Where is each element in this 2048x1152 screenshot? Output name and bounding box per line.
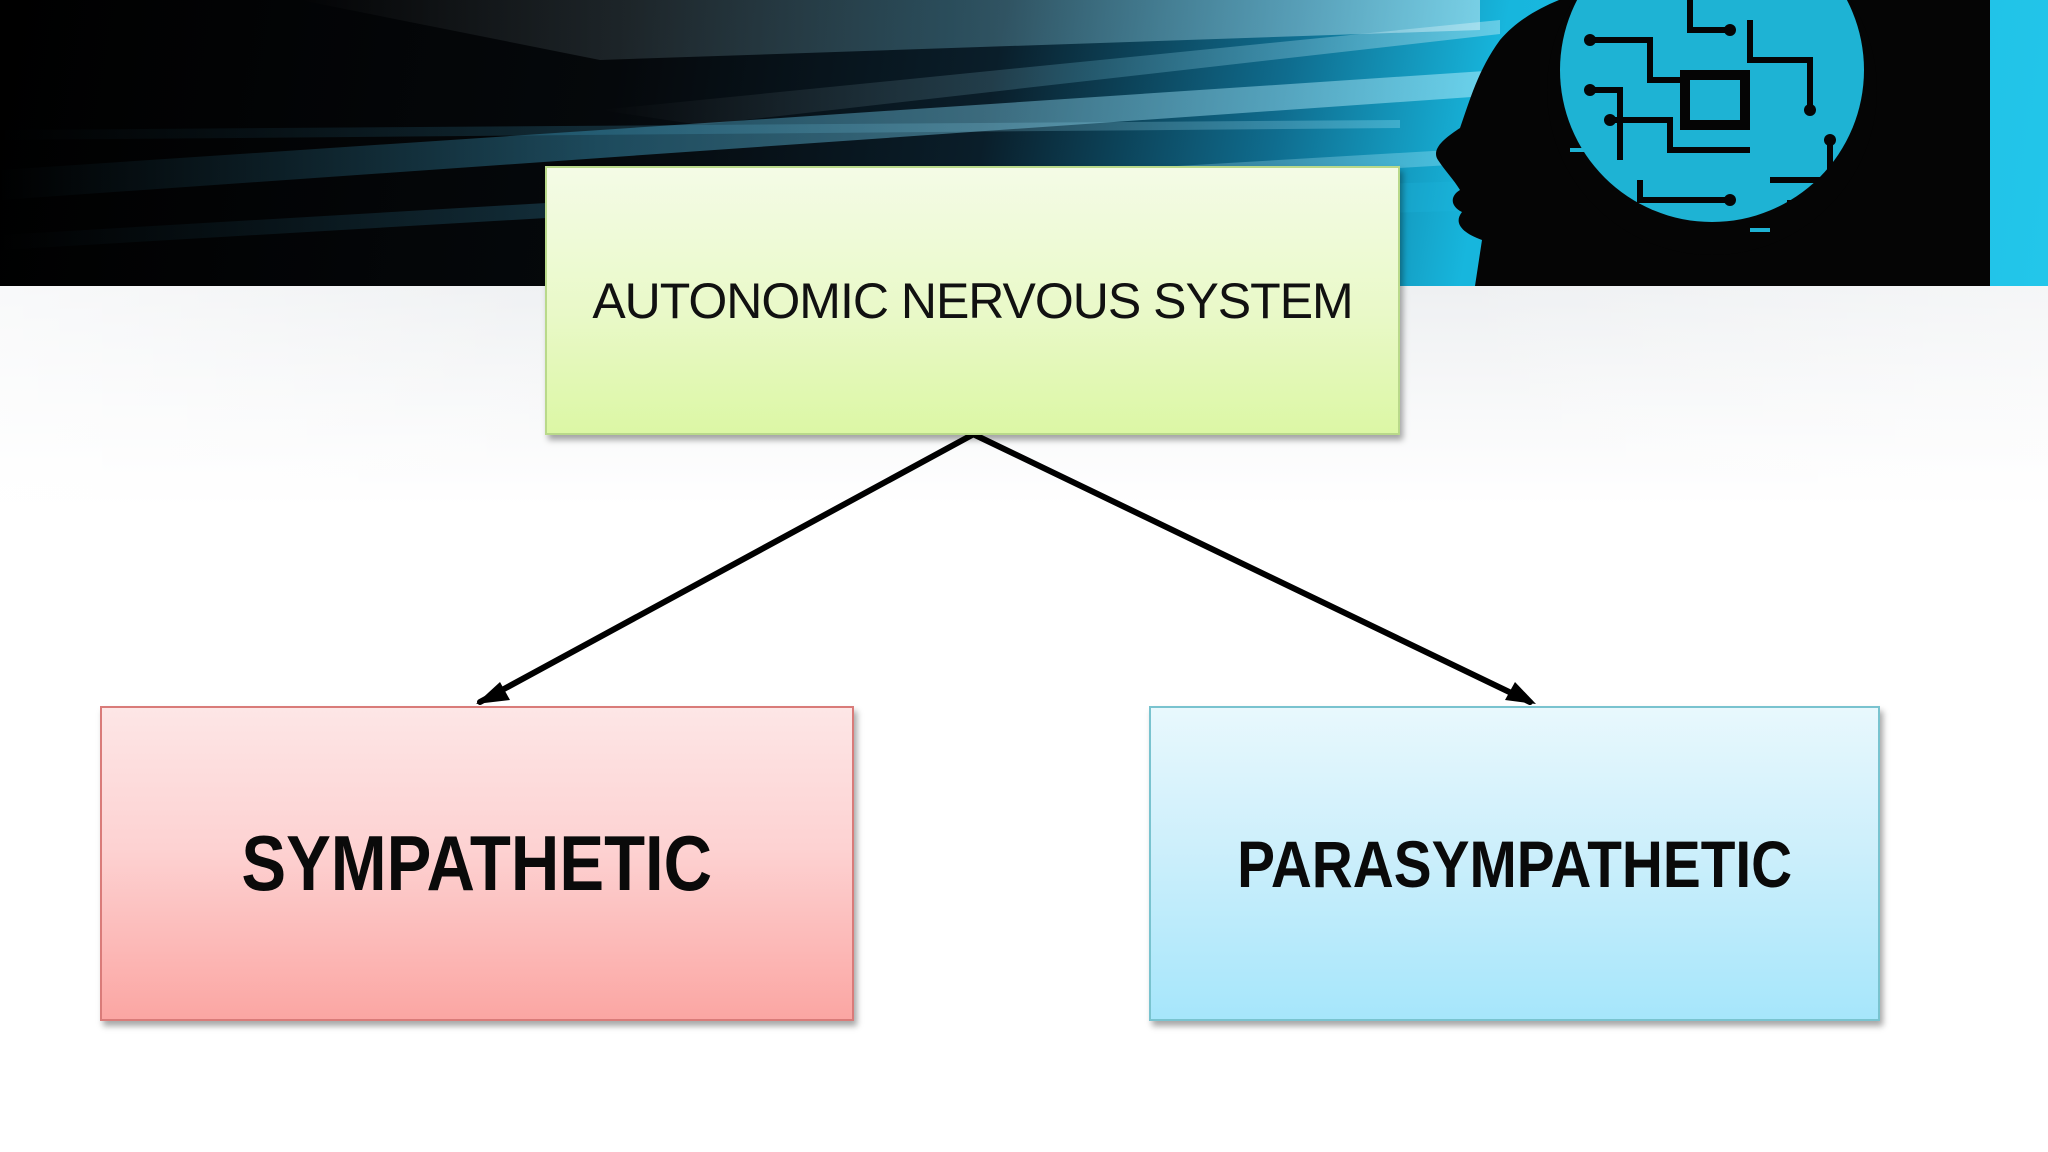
circuit-brain-head-icon bbox=[1436, 0, 1990, 286]
arrowhead-sympathetic bbox=[476, 682, 510, 704]
node-label-sympathetic: SYMPATHETIC bbox=[241, 819, 713, 907]
node-sympathetic: SYMPATHETIC bbox=[100, 706, 854, 1021]
node-autonomic-nervous-system: AUTONOMIC NERVOUS SYSTEM bbox=[545, 166, 1400, 435]
node-parasympathetic: PARASYMPATHETIC bbox=[1149, 706, 1880, 1021]
node-label-parasympathetic: PARASYMPATHETIC bbox=[1237, 826, 1792, 901]
header-banner bbox=[0, 0, 2048, 286]
node-label-root: AUTONOMIC NERVOUS SYSTEM bbox=[592, 272, 1353, 329]
arrowhead-parasympathetic bbox=[1505, 682, 1536, 704]
